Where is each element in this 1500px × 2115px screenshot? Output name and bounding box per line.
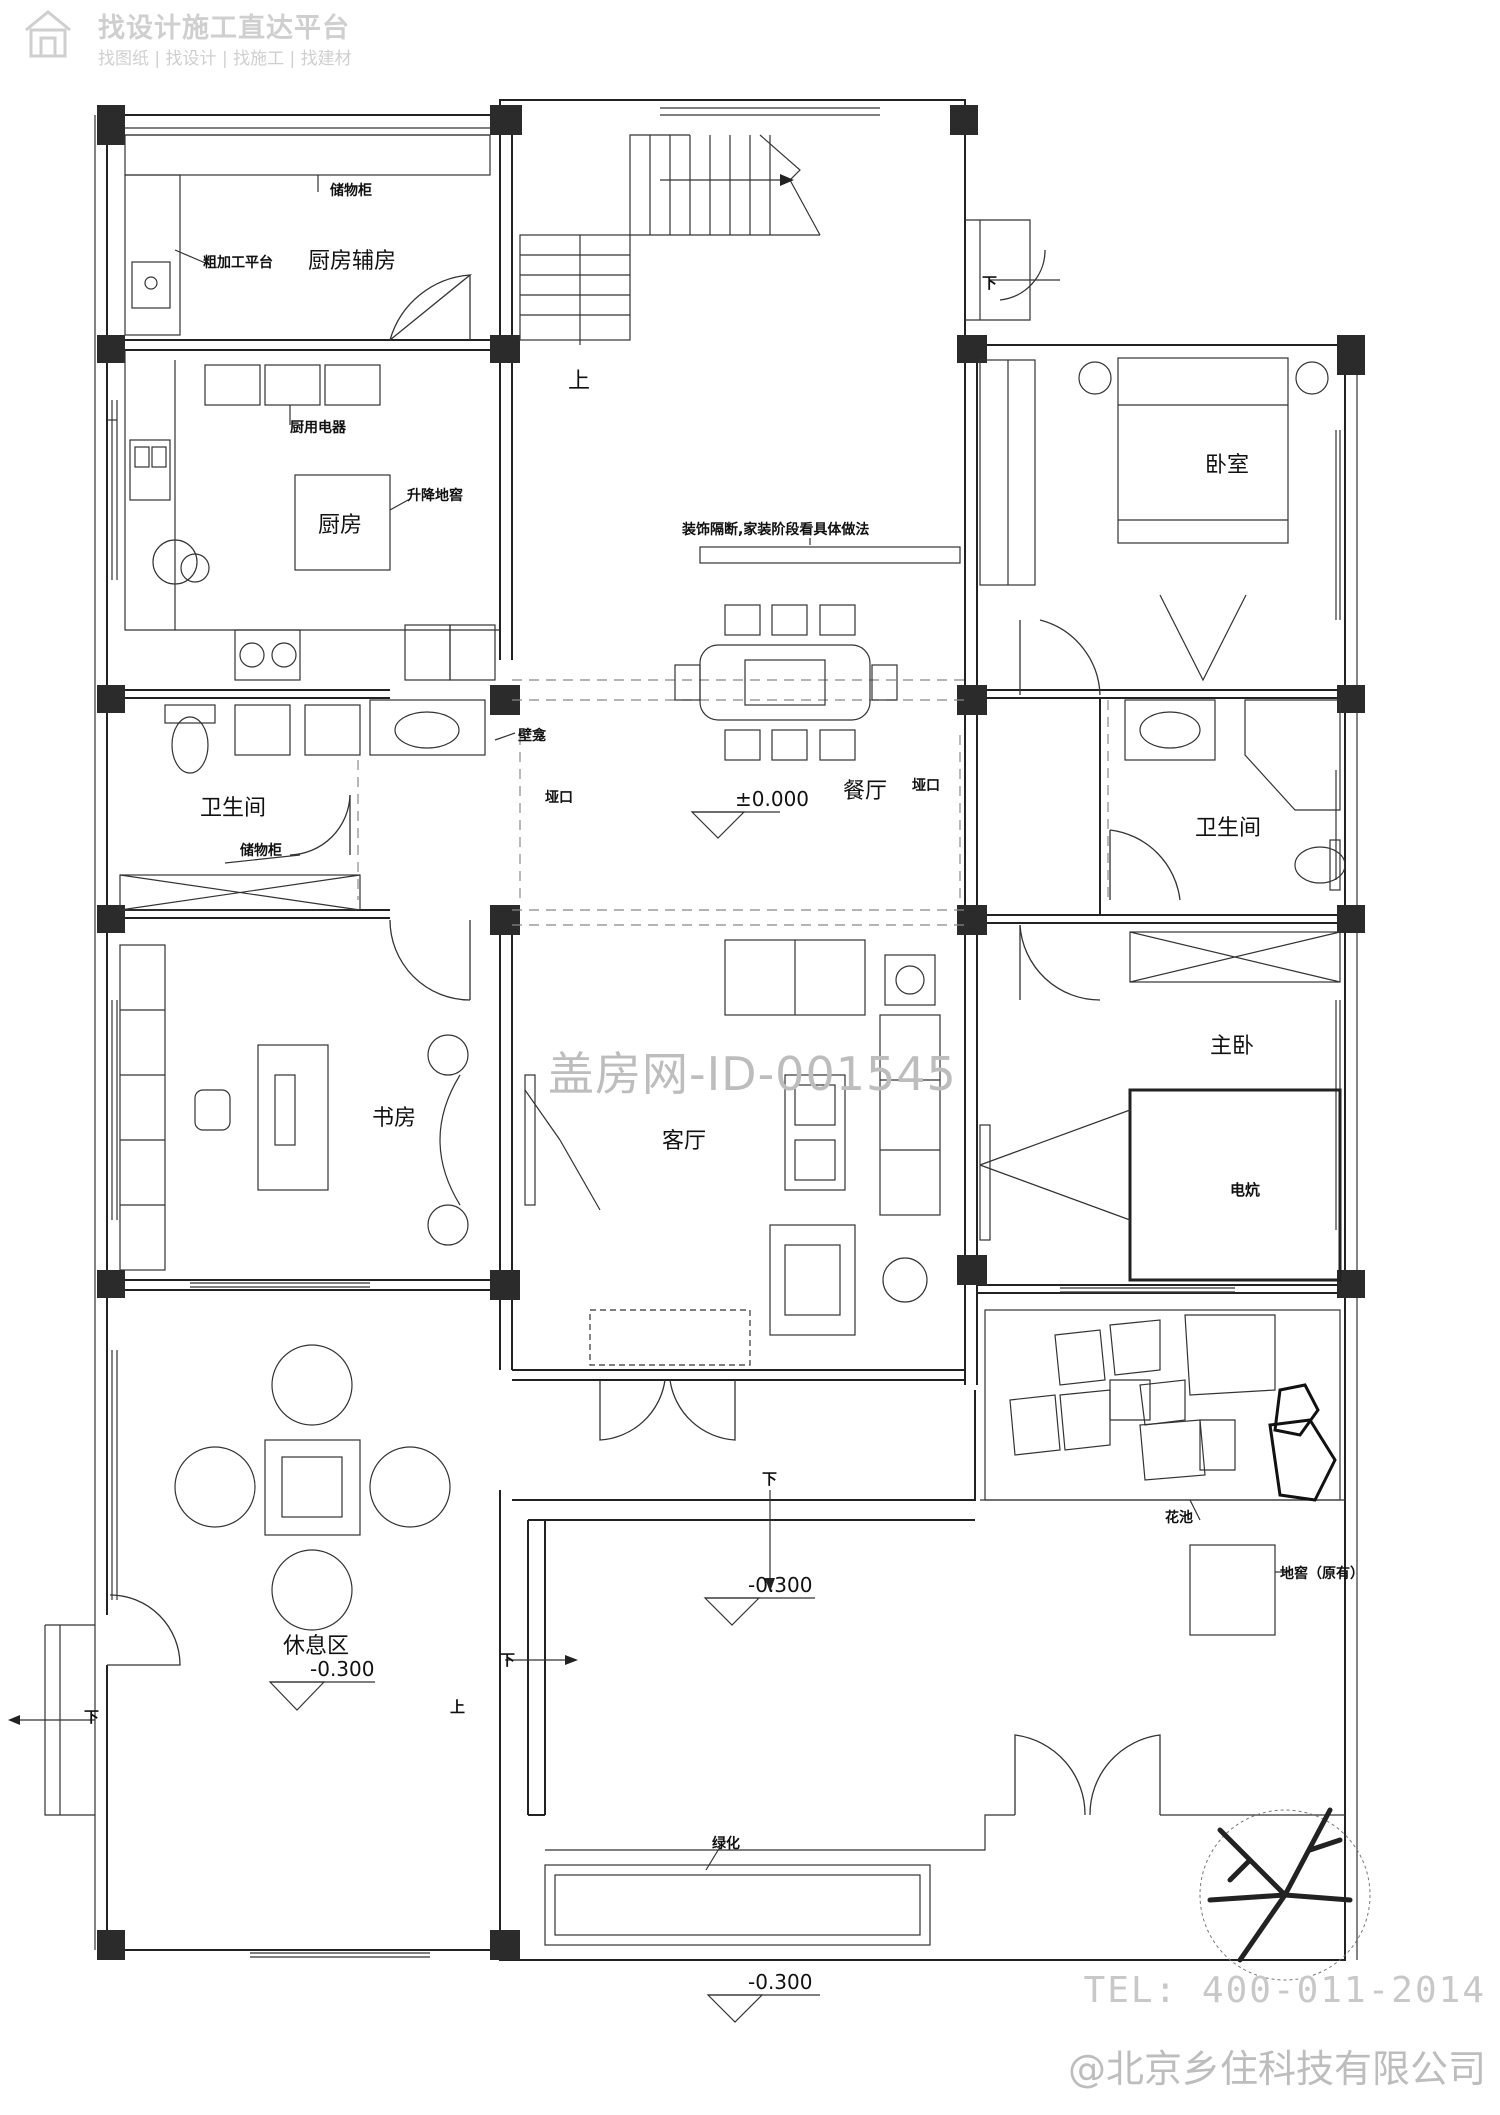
room-label-living: 客厅 bbox=[662, 1129, 706, 1154]
greenery-bed bbox=[544, 1864, 931, 1946]
stair-down-west-door: 下 bbox=[84, 1708, 99, 1726]
elevation-marker-lounge bbox=[268, 1681, 375, 1711]
stair-direction-labels: 上 上 下 下 下 下 bbox=[84, 274, 997, 1726]
elevation-marker-bottom bbox=[706, 1994, 820, 2023]
annotation-leaders bbox=[174, 175, 1290, 1871]
stair-down-corridor: 下 bbox=[500, 1651, 515, 1669]
brand-subtitle: 找图纸 | 找设计 | 找施工 | 找建材 bbox=[98, 49, 352, 69]
label-opening-left: 垭口 bbox=[545, 790, 573, 806]
elevation-bottom: -0.300 bbox=[748, 1970, 812, 1994]
right-bathroom-fixtures bbox=[1124, 699, 1346, 891]
living-furniture bbox=[524, 939, 941, 1366]
stair-up-main: 上 bbox=[568, 369, 590, 394]
master-bedroom-furniture bbox=[979, 931, 1342, 1282]
storage-cabinet-top bbox=[124, 134, 491, 176]
room-label-master-bedroom: 主卧 bbox=[1210, 1034, 1254, 1059]
label-storage-cabinet-top: 储物柜 bbox=[329, 182, 372, 199]
stair-up-lounge: 上 bbox=[450, 1698, 465, 1716]
tree-symbol bbox=[1199, 1807, 1371, 1981]
opening-lines bbox=[357, 679, 1109, 926]
elevation-marker-terrace bbox=[703, 1490, 815, 1626]
main-staircase bbox=[519, 134, 821, 345]
stair-down-side-door: 下 bbox=[982, 274, 997, 292]
decor-partition bbox=[699, 546, 961, 564]
label-greenery: 绿化 bbox=[712, 1835, 740, 1852]
brand-logo-icon bbox=[25, 10, 71, 58]
label-flower-bed: 花池 bbox=[1165, 1509, 1193, 1526]
dining-table bbox=[674, 604, 898, 761]
doors bbox=[107, 249, 1181, 1816]
room-label-dining: 餐厅 bbox=[843, 779, 887, 804]
label-opening-right: 垭口 bbox=[912, 778, 940, 794]
corridor-down-arrow bbox=[505, 1655, 578, 1665]
annotation-labels: 储物柜 粗加工平台 厨用电器 升降地窖 装饰隔断,家装阶段看具体做法 壁龛 垭口… bbox=[203, 182, 1364, 1852]
elevation-dining: ±0.000 bbox=[735, 787, 809, 811]
bedroom-bed bbox=[979, 357, 1329, 682]
kitchen-counters bbox=[124, 350, 500, 681]
room-labels: 厨房辅房 厨房 卫生间 卫生间 餐厅 卧室 书房 客厅 主卧 电炕 休息区 bbox=[200, 249, 1261, 1659]
elevation-labels: ±0.000 -0.300 -0.300 -0.300 bbox=[310, 787, 812, 1994]
label-cellar-original: 地窖（原有） bbox=[1280, 1565, 1364, 1582]
label-lift-cellar: 升降地窖 bbox=[407, 487, 463, 504]
room-label-kitchen-aux: 厨房辅房 bbox=[308, 249, 396, 274]
outer-walls bbox=[94, 99, 1358, 1961]
room-label-bathroom-left: 卫生间 bbox=[200, 796, 266, 821]
center-watermark: 盖房网-ID-001545 bbox=[548, 1047, 957, 1101]
cellar-hatch bbox=[1189, 1544, 1276, 1636]
room-label-lounge: 休息区 bbox=[283, 1634, 349, 1659]
left-bathroom-fixtures bbox=[119, 699, 486, 911]
label-prep-counter: 粗加工平台 bbox=[203, 254, 273, 271]
room-label-bedroom: 卧室 bbox=[1205, 453, 1249, 478]
elevation-terrace: -0.300 bbox=[748, 1573, 812, 1597]
label-decor-note: 装饰隔断,家装阶段看具体做法 bbox=[681, 521, 869, 538]
room-label-kitchen: 厨房 bbox=[318, 513, 362, 538]
side-door-steps bbox=[965, 219, 1060, 321]
contact-phone: TEL: 400-011-2014 bbox=[1083, 1970, 1486, 2011]
flower-bed bbox=[984, 1309, 1341, 1502]
elevation-marker-dining bbox=[690, 811, 780, 839]
room-label-bathroom-right: 卫生间 bbox=[1195, 816, 1261, 841]
windows bbox=[107, 107, 1341, 1958]
label-niche: 壁龛 bbox=[518, 727, 547, 744]
elevation-lounge: -0.300 bbox=[310, 1657, 374, 1681]
room-label-study: 书房 bbox=[372, 1106, 416, 1131]
lounge-tea-set bbox=[174, 1344, 451, 1631]
stair-down-terrace: 下 bbox=[762, 1470, 777, 1488]
brand-title: 找设计施工直达平台 bbox=[98, 13, 350, 44]
study-furniture bbox=[119, 944, 469, 1271]
company-name: @北京乡住科技有限公司 bbox=[1067, 2047, 1486, 2091]
interior-walls bbox=[107, 115, 1345, 1950]
label-storage-cabinet-bath: 储物柜 bbox=[239, 842, 282, 859]
label-kitchen-appliances: 厨用电器 bbox=[290, 419, 347, 436]
prep-counter bbox=[124, 174, 181, 336]
room-label-kang: 电炕 bbox=[1230, 1181, 1260, 1199]
lounge-steps bbox=[8, 1624, 95, 1816]
